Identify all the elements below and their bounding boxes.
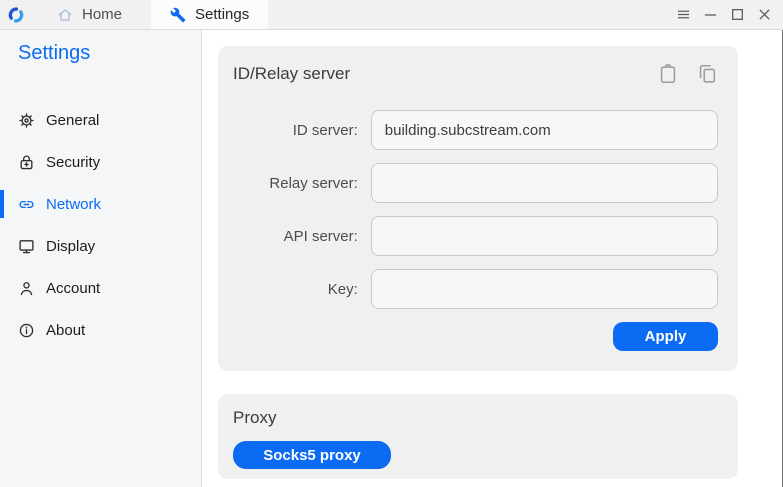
sidebar-item-network[interactable]: Network: [0, 183, 201, 225]
minimize-icon[interactable]: [697, 0, 724, 30]
form-row: Key:: [233, 269, 718, 309]
form-row: API server:: [233, 216, 718, 256]
paste-icon[interactable]: [657, 63, 679, 85]
close-icon[interactable]: [751, 0, 778, 30]
link-icon: [19, 200, 34, 208]
sidebar-item-label: General: [46, 111, 100, 129]
card-header: ID/Relay server: [233, 46, 718, 85]
apply-button[interactable]: Apply: [613, 322, 718, 351]
info-icon: [19, 323, 34, 337]
socks5-proxy-button[interactable]: Socks5 proxy: [233, 441, 391, 469]
home-icon: [58, 8, 72, 21]
sidebar-item-security[interactable]: Security: [0, 141, 201, 183]
lock-icon: [20, 155, 33, 169]
titlebar: Home Settings: [0, 0, 783, 30]
form-row: Relay server:: [233, 163, 718, 203]
settings-sidebar: Settings General Security: [0, 30, 202, 487]
maximize-icon[interactable]: [724, 0, 751, 30]
proxy-card-title: Proxy: [233, 408, 277, 427]
menu-icon[interactable]: [670, 0, 697, 30]
sidebar-item-display[interactable]: Display: [0, 225, 201, 267]
api-server-label: API server:: [283, 227, 358, 245]
sidebar-title: Settings: [18, 42, 91, 64]
apply-row: Apply: [233, 322, 718, 351]
key-label: Key:: [327, 280, 358, 298]
id-relay-server-card: ID/Relay server ID server:: [218, 46, 738, 371]
window-body: Settings General Security: [0, 30, 783, 487]
sidebar-item-label: About: [46, 321, 86, 339]
app-logo-icon: [8, 6, 24, 23]
sidebar-item-label: Account: [46, 279, 101, 297]
copy-icon[interactable]: [696, 63, 718, 85]
wrench-icon: [170, 7, 186, 22]
sidebar-item-label: Network: [46, 195, 102, 213]
sidebar-item-label: Display: [46, 237, 96, 255]
settings-content: ID/Relay server ID server:: [202, 30, 783, 487]
card-title: ID/Relay server: [233, 64, 351, 83]
tab-settings-label: Settings: [195, 6, 250, 23]
id-relay-form: ID server: Relay server: API server: Key…: [233, 110, 718, 351]
tab-settings[interactable]: Settings: [151, 0, 269, 29]
tab-home[interactable]: Home: [38, 0, 141, 29]
tab-home-label: Home: [82, 6, 123, 23]
api-server-input[interactable]: [370, 216, 718, 256]
monitor-icon: [19, 239, 34, 253]
id-server-label: ID server:: [292, 121, 358, 139]
sidebar-item-account[interactable]: Account: [0, 267, 201, 309]
sidebar-item-general[interactable]: General: [0, 99, 201, 141]
sidebar-nav: General Security Network: [0, 99, 201, 351]
relay-server-input[interactable]: [370, 163, 718, 203]
sidebar-item-label: Security: [46, 153, 101, 171]
sidebar-item-about[interactable]: About: [0, 309, 201, 351]
gear-icon: [19, 112, 34, 128]
id-server-input[interactable]: [370, 110, 718, 150]
window-controls: [670, 0, 778, 30]
proxy-card: Proxy Socks5 proxy: [218, 394, 738, 479]
card-actions: [657, 63, 718, 85]
relay-server-label: Relay server:: [269, 174, 358, 192]
form-row: ID server:: [233, 110, 718, 150]
key-input[interactable]: [370, 269, 718, 309]
person-icon: [20, 281, 33, 295]
